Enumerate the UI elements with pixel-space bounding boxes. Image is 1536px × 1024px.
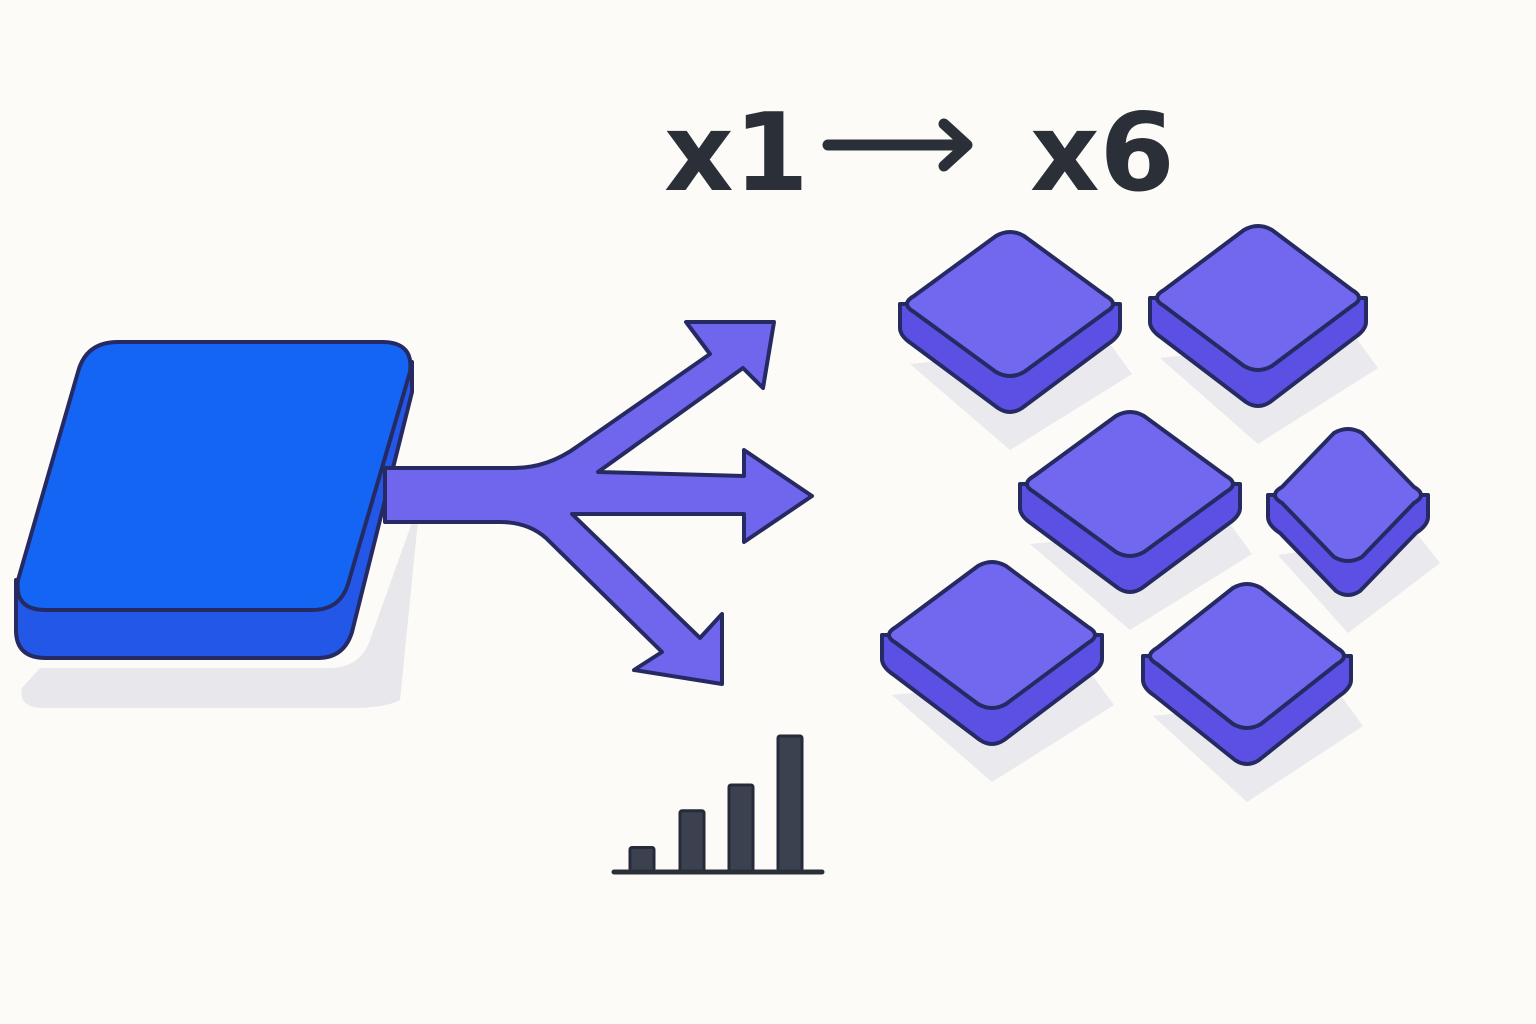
target-block <box>880 560 1114 782</box>
target-block-top <box>905 230 1115 378</box>
target-block-top <box>1025 410 1235 558</box>
growth-chart-icon <box>611 734 825 875</box>
growth-chart-bar <box>628 846 656 874</box>
target-block <box>898 230 1132 450</box>
heading-arrow-icon <box>822 118 973 172</box>
target-block-top <box>887 560 1097 710</box>
growth-chart-bar <box>776 734 804 874</box>
target-block-top <box>1148 582 1346 730</box>
growth-chart-bar <box>678 809 706 874</box>
target-block-top <box>1155 224 1361 372</box>
fork-arrow-icon <box>383 320 814 686</box>
target-block <box>1266 427 1440 633</box>
target-block-top <box>1273 427 1423 563</box>
target-block <box>1141 582 1363 802</box>
target-block <box>1148 224 1378 444</box>
source-block <box>14 340 421 708</box>
target-block <box>1018 410 1252 630</box>
source-block-top <box>15 340 413 612</box>
heading-from-label: x1 <box>664 91 809 216</box>
growth-chart-bar <box>727 783 755 874</box>
heading-to-label: x6 <box>1030 91 1175 216</box>
target-blocks-group <box>880 224 1440 802</box>
source-block-shadow <box>21 500 421 708</box>
heading-scale-label: x1 x6 <box>664 91 1175 216</box>
